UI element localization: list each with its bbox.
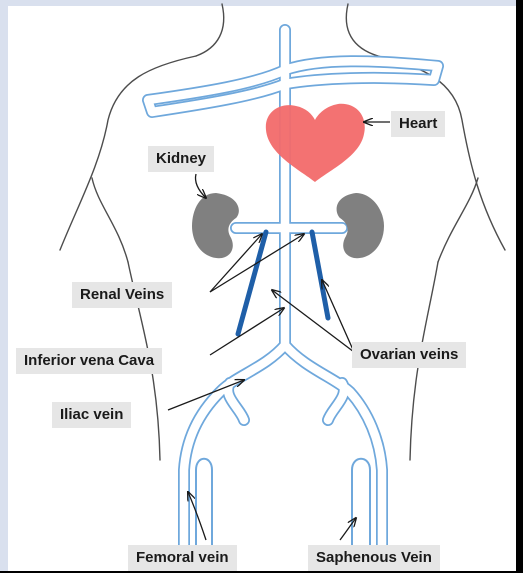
- arrow-saphenous: [340, 518, 356, 540]
- right-armpit-line: [438, 178, 478, 262]
- heart-label: Heart: [391, 111, 445, 137]
- right-shoulder-line: [378, 56, 505, 250]
- kidney-label: Kidney: [148, 146, 214, 172]
- right-ovarian-vein: [312, 232, 328, 318]
- arrow-kidney: [195, 174, 206, 198]
- iliac-vein-label: Iliac vein: [52, 402, 131, 428]
- arrow-ivc-1: [210, 308, 284, 355]
- inferior-vena-cava-label: Inferior vena Cava: [16, 348, 162, 374]
- left-ovarian-vein: [238, 232, 266, 334]
- neck-left-line: [196, 4, 224, 56]
- renal-veins-label: Renal Veins: [72, 282, 172, 308]
- saphenous-vein-label: Saphenous Vein: [308, 545, 440, 571]
- left-armpit-line: [92, 178, 128, 262]
- femoral-vein-label: Femoral vein: [128, 545, 237, 571]
- ovarian-veins-label: Ovarian veins: [352, 342, 466, 368]
- neck-right-line: [346, 4, 378, 56]
